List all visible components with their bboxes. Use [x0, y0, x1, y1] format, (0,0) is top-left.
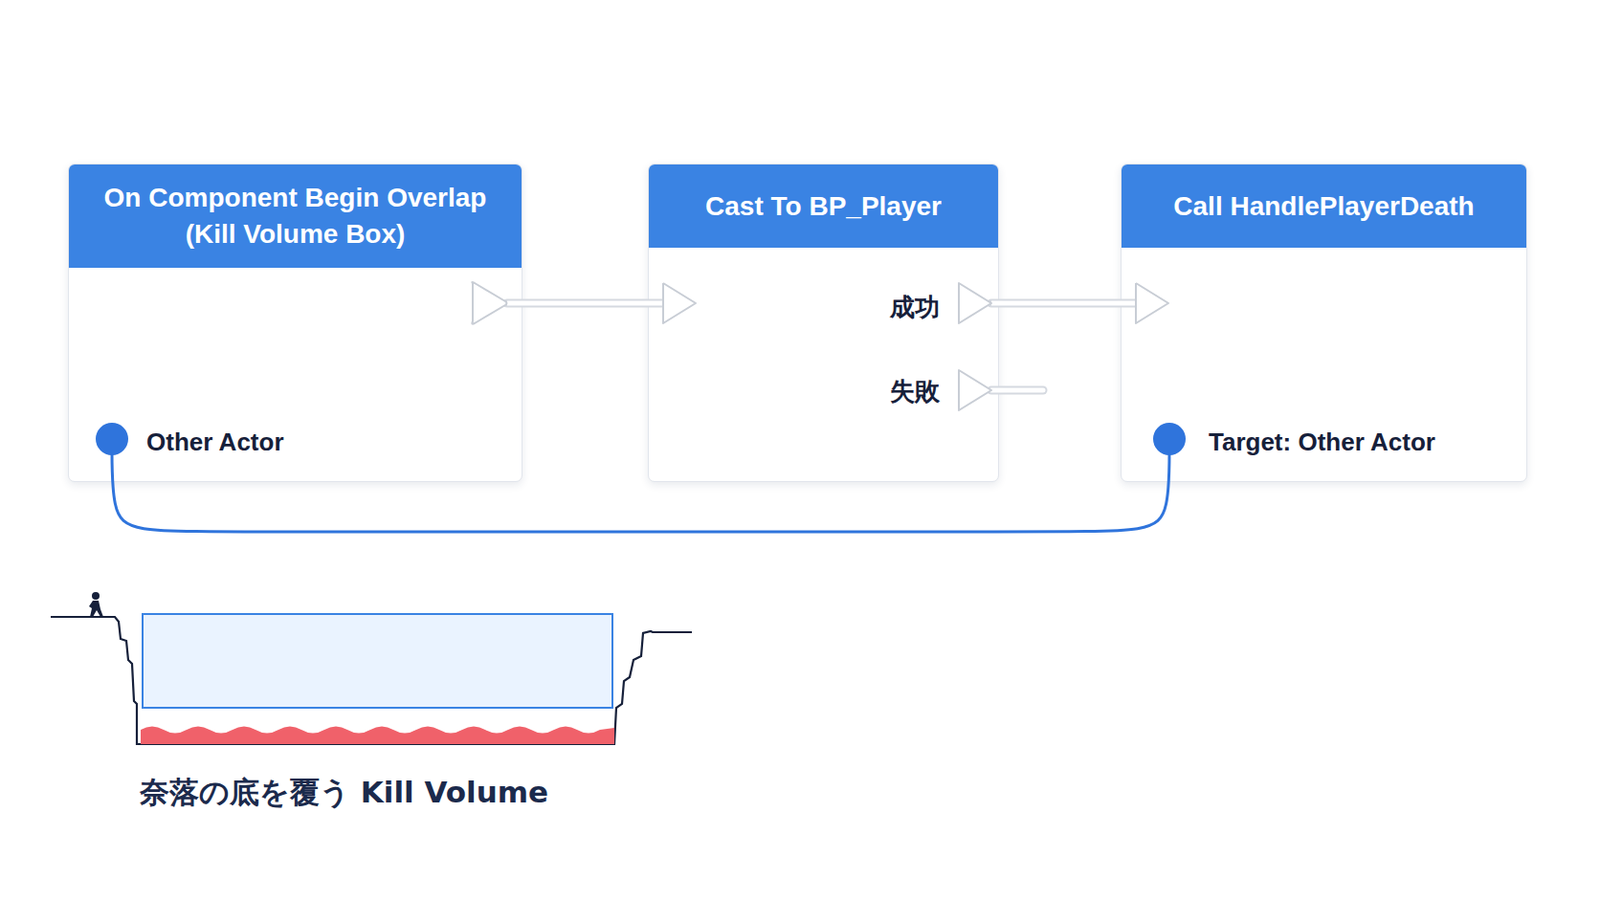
node-title: Call HandlePlayerDeath — [1121, 164, 1527, 248]
data-pin — [95, 422, 129, 456]
exec-out-pin — [471, 282, 507, 325]
blueprint-node: Cast To BP_Player 成功失敗 — [647, 163, 1000, 483]
connector — [111, 439, 1170, 533]
unconnected-wire — [991, 386, 1044, 396]
exec-wire-core — [507, 301, 664, 307]
kill-volume-edge — [141, 614, 144, 709]
data-pin — [1153, 422, 1186, 456]
exec-out-pin — [958, 370, 992, 411]
exec-in-pin — [1135, 283, 1169, 324]
blueprint-node: On Component Begin Overlap (Kill Volume … — [67, 163, 523, 483]
player-figure — [88, 592, 104, 618]
node-title: Cast To BP_Player — [648, 164, 999, 248]
kill-volume-box — [142, 614, 613, 709]
exec-wire — [507, 299, 664, 309]
pin-label: Other Actor — [146, 426, 434, 458]
unconnected-wire — [991, 388, 1044, 394]
pin-label: 失敗 — [840, 376, 940, 407]
data-wire — [111, 439, 1170, 533]
caption: 奈落の底を覆う Kill Volume — [139, 773, 549, 814]
exec-wire — [991, 299, 1136, 309]
connector — [991, 283, 1169, 324]
pin-label: Target: Other Actor — [1208, 426, 1515, 458]
exec-out-pin — [958, 283, 992, 324]
kill-volume-edge — [611, 614, 614, 709]
lava — [140, 727, 615, 746]
exec-wire-core — [991, 301, 1136, 307]
pin-label: 成功 — [840, 291, 940, 323]
exec-in-pin — [663, 283, 696, 324]
connector — [507, 283, 696, 324]
node-title: On Component Begin Overlap (Kill Volume … — [68, 164, 522, 268]
